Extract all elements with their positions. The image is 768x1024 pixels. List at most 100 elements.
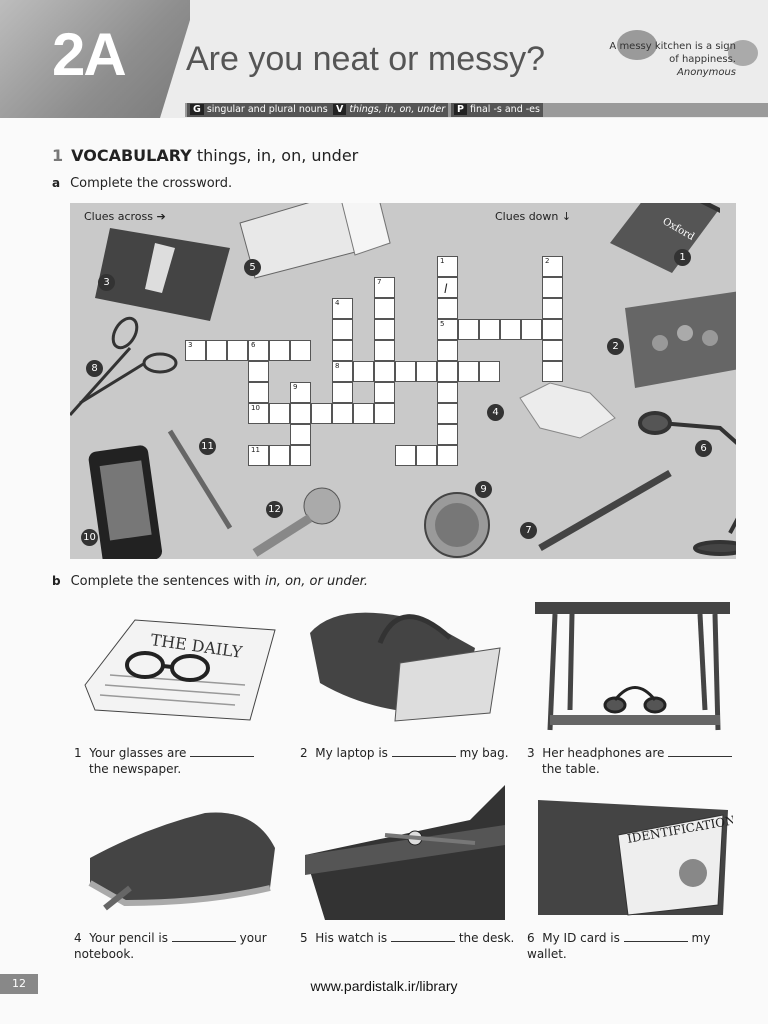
answer-blank[interactable]	[171, 931, 236, 942]
tissue-icon	[519, 382, 616, 439]
crossword-cell[interactable]	[437, 403, 458, 424]
crossword-cell[interactable]	[332, 382, 353, 403]
crossword-cell[interactable]	[206, 340, 227, 361]
answer-blank[interactable]	[668, 746, 733, 757]
crossword-cell[interactable]	[479, 319, 500, 340]
laptop-icon	[394, 647, 501, 722]
cell-number: 6	[251, 341, 256, 349]
crossword-cell[interactable]	[416, 445, 437, 466]
crossword-cell[interactable]	[248, 361, 269, 382]
crossword-cell[interactable]	[353, 403, 374, 424]
coin-icon	[424, 492, 490, 558]
crossword-cell[interactable]	[479, 361, 500, 382]
scissors-icon	[70, 316, 178, 417]
page-number: 12	[0, 974, 38, 994]
crossword-cell[interactable]	[374, 340, 395, 361]
wallet-picture: IDENTIFICATION	[538, 800, 733, 916]
crossword-cell[interactable]	[290, 445, 311, 466]
crossword-cell[interactable]: 9	[290, 382, 311, 403]
crossword-cell[interactable]	[311, 403, 332, 424]
pen-icon	[167, 429, 233, 530]
crossword-cell[interactable]	[458, 361, 479, 382]
crossword-cell[interactable]	[395, 445, 416, 466]
crossword-cell[interactable]	[437, 298, 458, 319]
crossword-cell[interactable]	[542, 319, 563, 340]
unit-number: 2A	[52, 21, 127, 88]
pencil-icon	[538, 469, 672, 552]
answer-blank[interactable]	[623, 931, 688, 942]
crossword-cell[interactable]: 11	[248, 445, 269, 466]
crossword-cell[interactable]	[542, 298, 563, 319]
crossword-cell[interactable]: l	[437, 277, 458, 298]
phone-icon	[88, 445, 163, 559]
crossword-cell[interactable]: 7	[374, 277, 395, 298]
cell-number: 5	[440, 320, 445, 328]
crossword-cell[interactable]	[416, 361, 437, 382]
crossword-cell[interactable]	[353, 361, 374, 382]
crossword-cell[interactable]	[332, 319, 353, 340]
picture-number: 8	[86, 360, 103, 377]
crossword-cell[interactable]	[437, 340, 458, 361]
crossword-cell[interactable]: 2	[542, 256, 563, 277]
crossword-cell[interactable]	[269, 445, 290, 466]
answer-blank[interactable]	[391, 931, 456, 942]
photo-icon	[625, 291, 736, 388]
crossword-cell[interactable]	[374, 382, 395, 403]
crossword-cell[interactable]	[374, 319, 395, 340]
crossword-cell[interactable]	[437, 424, 458, 445]
crossword-cell[interactable]	[395, 361, 416, 382]
crossword-cell[interactable]	[290, 340, 311, 361]
crossword-cell[interactable]	[290, 424, 311, 445]
unit-badge	[0, 0, 190, 118]
crossword-cell[interactable]	[227, 340, 248, 361]
crossword-cell[interactable]	[332, 403, 353, 424]
crossword-cell[interactable]	[542, 277, 563, 298]
picture-number: 3	[98, 274, 115, 291]
cell-number: 7	[377, 278, 382, 286]
lamp-icon	[638, 411, 736, 556]
crossword-cell[interactable]	[437, 382, 458, 403]
crossword-cell[interactable]: 3	[185, 340, 206, 361]
crossword-illustrations: Oxford	[70, 203, 736, 559]
crossword-cell[interactable]	[521, 319, 542, 340]
footer-url[interactable]: www.pardistalk.ir/library	[310, 978, 458, 994]
crossword-cell[interactable]: 8	[332, 361, 353, 382]
cell-number: 1	[440, 257, 445, 265]
picture-number: 9	[475, 481, 492, 498]
crossword-cell[interactable]	[269, 340, 290, 361]
crossword-cell[interactable]	[437, 361, 458, 382]
answer-blank[interactable]	[391, 746, 456, 757]
headphones-icon	[603, 686, 667, 714]
crossword-cell[interactable]	[500, 319, 521, 340]
crossword-cell[interactable]	[248, 382, 269, 403]
clues-down-label: Clues down ↓	[495, 210, 572, 223]
crossword-cell[interactable]	[374, 403, 395, 424]
crossword-cell[interactable]	[458, 319, 479, 340]
crossword-cell[interactable]: 5	[437, 319, 458, 340]
crossword-cell[interactable]	[332, 340, 353, 361]
crossword-cell[interactable]	[437, 445, 458, 466]
crossword-cell[interactable]	[374, 298, 395, 319]
crossword-cell[interactable]	[269, 403, 290, 424]
crossword-cell[interactable]	[542, 361, 563, 382]
quote-author: Anonymous	[677, 67, 736, 78]
pencil-icon	[103, 885, 132, 911]
crossword-cell[interactable]: 4	[332, 298, 353, 319]
sentence-5: 5 His watch is the desk.	[300, 931, 515, 945]
sentence-1: 1 Your glasses are the newspaper.	[74, 745, 274, 777]
newspaper-picture: THE DAILY	[84, 619, 276, 721]
crossword-cell[interactable]: 1	[437, 256, 458, 277]
filled-letter: l	[444, 282, 448, 296]
crossword-cell[interactable]	[290, 403, 311, 424]
crossword-cell[interactable]	[542, 340, 563, 361]
answer-blank[interactable]	[190, 746, 255, 757]
crossword-cell[interactable]	[374, 361, 395, 382]
crossword-cell[interactable]: 6	[248, 340, 269, 361]
picture-number: 1	[674, 249, 691, 266]
watch-icon	[384, 830, 476, 846]
crossword-cell[interactable]: 10	[248, 403, 269, 424]
